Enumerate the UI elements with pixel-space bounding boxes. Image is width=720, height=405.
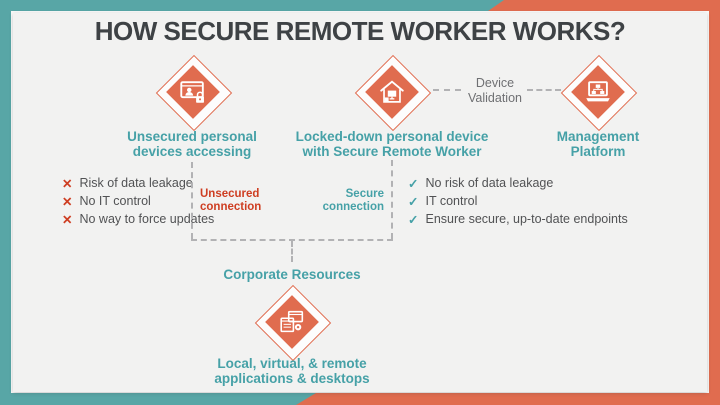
cross-icon: ✕ [62,212,73,227]
caption-unsecured-devices: Unsecured personal devices accessing [127,129,257,159]
list-item: ✓ Ensure secure, up-to-date endpoints [408,210,628,228]
device-validation-dash-left [433,89,461,91]
check-icon: ✓ [408,176,419,191]
top-border-bar [0,0,720,11]
caption-corporate-resources: Corporate Resources [223,267,361,282]
device-validation-dash-right [527,89,561,91]
caption-applications-desktops: Local, virtual, & remote applications & … [214,356,370,386]
secure-connection-label: Secure connection [322,188,384,213]
secured-home-devices-icon [380,80,404,103]
list-item: ✓ IT control [408,192,628,210]
pro-text: Ensure secure, up-to-date endpoints [425,212,628,226]
check-icon: ✓ [408,194,419,209]
cross-icon: ✕ [62,194,73,209]
pro-text: No risk of data leakage [425,176,554,190]
person-screen-lock-icon [180,81,204,103]
pro-text: IT control [425,194,478,208]
unsecured-connection-line [191,162,193,239]
top-border-accent [488,0,720,11]
check-icon: ✓ [408,212,419,227]
unsecured-connection-label: Unsecured connection [200,188,262,213]
node-unsecured-devices [155,54,233,132]
secure-connection-line [391,160,393,239]
con-text: No IT control [79,194,151,208]
con-text: Risk of data leakage [79,176,193,190]
app-windows-gear-icon [280,310,304,333]
list-item: ✓ No risk of data leakage [408,174,628,192]
page-title: HOW SECURE REMOTE WORKER WORKS? [94,16,626,46]
node-management-platform [560,54,638,132]
list-item: ✕ No IT control [62,192,214,210]
caption-locked-down-device: Locked-down personal device with Secure … [295,129,489,159]
connector-stub-line [291,241,293,262]
laptop-hierarchy-icon [586,81,610,102]
cons-list: ✕ Risk of data leakage ✕ No IT control ✕… [62,174,214,228]
caption-management-platform: Management Platform [556,129,640,159]
connector-horizontal-line [191,239,393,241]
node-applications-desktops [254,284,332,362]
list-item: ✕ Risk of data leakage [62,174,214,192]
bottom-border-bar [0,393,720,405]
right-border-bar [709,0,720,405]
list-item: ✕ No way to force updates [62,210,214,228]
bottom-border-accent [296,393,720,405]
node-locked-down-device [354,54,432,132]
con-text: No way to force updates [79,212,215,226]
pros-list: ✓ No risk of data leakage ✓ IT control ✓… [408,174,628,228]
device-validation-label: Device Validation [468,76,522,105]
cross-icon: ✕ [62,176,73,191]
left-border-bar [0,0,11,405]
